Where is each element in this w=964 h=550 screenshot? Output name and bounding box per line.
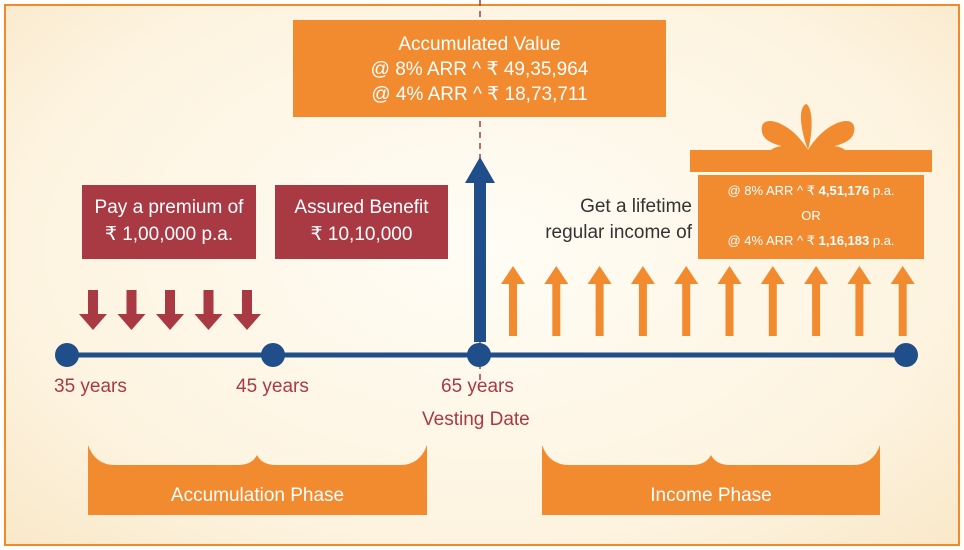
income-4pct-prefix: @ 4% ARR ^ ₹ [727,233,819,248]
premium-down-arrow [117,290,146,330]
income-up-arrow [760,266,785,336]
income-phase-brace [542,445,880,515]
income-up-arrow [890,266,915,336]
income-description: Get a lifetime regular income of [492,194,692,246]
income-up-arrow [847,266,872,336]
accumulation-phase-brace [88,445,427,515]
timeline-dot-65 [467,343,491,367]
premium-line1: Pay a premium of [94,197,244,218]
premium-amount: ₹ 1,00,000 p.a. [104,224,234,245]
income-4pct-suffix: p.a. [869,233,895,248]
income-up-arrow [630,266,655,336]
income-8pct-prefix: @ 8% ARR ^ ₹ [727,183,819,198]
premium-arrows-group [79,290,261,330]
income-up-arrow [674,266,699,336]
accumulated-8pct: @ 8% ARR ^ ₹ 49,35,964 [370,59,589,80]
accumulated-title: Accumulated Value [398,34,561,55]
timeline-dot-end [894,343,918,367]
income-arrows-group [501,266,915,336]
timeline-dot-45 [261,343,285,367]
age-35-label: 35 years [54,376,127,397]
assured-benefit-box: Assured Benefit ₹ 10,10,000 [275,185,448,259]
gift-bow-icon [761,104,855,154]
accumulated-value-box: Accumulated Value @ 8% ARR ^ ₹ 49,35,964… [293,20,666,117]
income-or: OR [801,208,821,223]
vesting-up-arrow [465,157,495,342]
income-up-arrow [804,266,829,336]
income-8pct-line: @ 8% ARR ^ ₹ 4,51,176 p.a. [698,178,924,203]
gift-lid [690,150,932,172]
accumulation-phase-label: Accumulation Phase [170,485,345,506]
income-8pct-amount: 4,51,176 [818,183,870,198]
premium-down-arrow [79,290,107,330]
premium-down-arrow [194,290,223,330]
benefit-amount: ₹ 10,10,000 [310,224,413,245]
income-gift-box: @ 8% ARR ^ ₹ 4,51,176 p.a. OR @ 4% ARR ^… [698,175,924,259]
premium-down-arrow [233,290,261,330]
income-4pct-amount: 1,16,183 [818,233,870,248]
income-label-line2: regular income of [545,222,692,243]
benefit-title: Assured Benefit [294,197,429,218]
age-65-label: 65 years [441,376,514,397]
income-up-arrow [587,266,612,336]
income-label-line1: Get a lifetime [580,196,692,217]
timeline-dot-35 [55,343,79,367]
premium-box: Pay a premium of ₹ 1,00,000 p.a. [82,185,256,259]
premium-down-arrow [156,290,184,330]
income-8pct-suffix: p.a. [869,183,895,198]
income-phase-label: Income Phase [650,485,772,506]
vesting-date-label: Vesting Date [422,409,530,430]
income-up-arrow [544,266,569,336]
income-up-arrow [501,266,525,336]
income-4pct-line: @ 4% ARR ^ ₹ 1,16,183 p.a. [698,228,924,253]
age-45-label: 45 years [236,376,309,397]
accumulated-4pct: @ 4% ARR ^ ₹ 18,73,711 [371,84,588,105]
income-up-arrow [717,266,742,336]
